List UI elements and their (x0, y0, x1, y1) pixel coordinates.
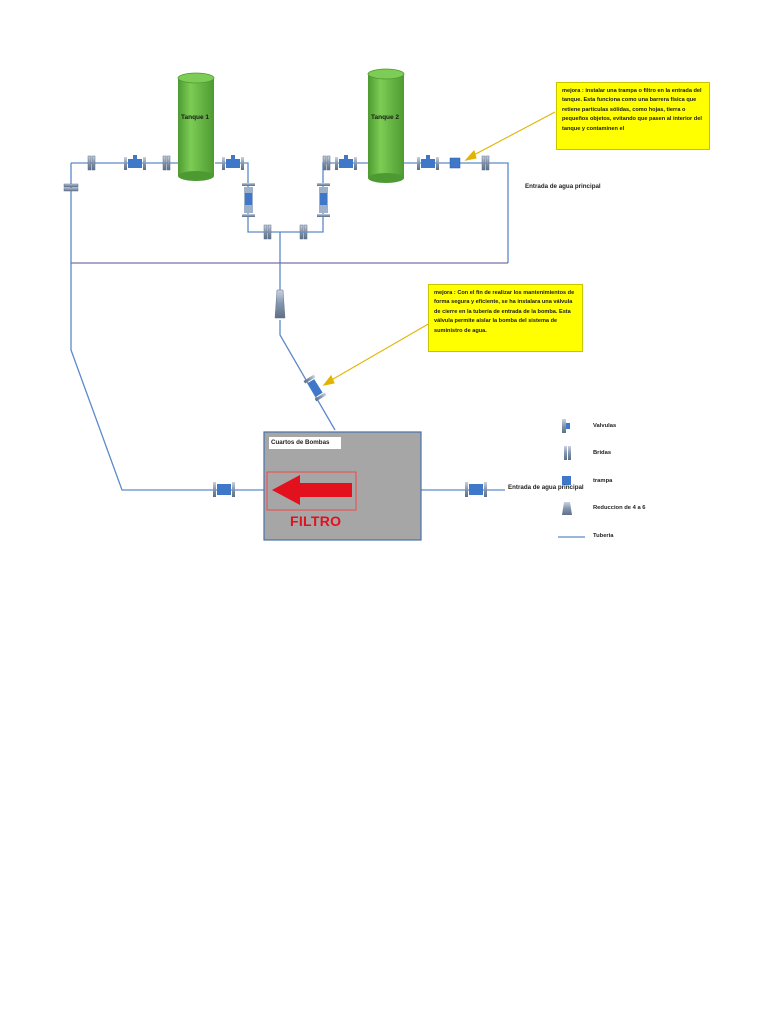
filter-arrow (272, 475, 352, 505)
flange-icon (564, 446, 571, 460)
legend-trap-label: trampa (593, 478, 613, 484)
pump-room-label: Cuartos de Bombas (271, 439, 330, 446)
valve-icon (417, 155, 439, 170)
main-inlet-top-label: Entrada de agua principal (525, 183, 601, 190)
legend-flanges-label: Bridas (593, 450, 612, 456)
legend-reducer-label: Reduccion de 4 a 6 (593, 505, 646, 511)
pipe-diagonal-to-pump (279, 320, 336, 431)
legend-pipe-label: Tuberia (593, 533, 614, 539)
trap-icon (449, 157, 461, 169)
flange-icon (481, 155, 490, 171)
flange-icon (322, 155, 331, 171)
flanges (63, 155, 490, 240)
valve-icon (124, 155, 146, 170)
pipe-center-to-tank2 (300, 162, 370, 233)
valve-icon (465, 482, 487, 497)
flange-icon (162, 155, 171, 171)
flange-icon (263, 224, 272, 240)
filter-label: FILTRO (290, 513, 342, 529)
note-middle: mejora : Con el fin de realizar los mant… (428, 284, 583, 352)
pipe-left-vertical (70, 163, 265, 491)
flange-icon (299, 224, 308, 240)
valve-icon (303, 374, 327, 402)
pipe-tank1-to-center (215, 162, 300, 233)
valve-icon (213, 482, 235, 497)
legend-valves-label: Valvulas (593, 423, 617, 429)
valves (124, 155, 487, 497)
tank-2 (367, 68, 405, 183)
reducer-icon (562, 502, 572, 515)
valve-icon (562, 419, 570, 433)
note-top: mejora : instalar una trampa o filtro en… (556, 82, 710, 150)
tank-1 (177, 72, 215, 181)
valve-icon (335, 155, 357, 170)
valve-icon (222, 155, 244, 170)
note-arrows (322, 111, 556, 386)
flange-icon (87, 155, 96, 171)
filter-frame (266, 471, 357, 511)
tank-2-label: Tanque 2 (371, 114, 400, 121)
tank-1-label: Tanque 1 (181, 114, 210, 121)
valve-icon (242, 183, 255, 217)
trap-icon (562, 476, 571, 485)
pump-room-title-box (269, 437, 341, 449)
main-inlet-bottom-label: Entrada de agua principal (508, 484, 584, 491)
legend-icons (558, 419, 585, 538)
flange-icon (63, 183, 79, 192)
reducer-icon (274, 289, 286, 319)
valve-icon (317, 183, 330, 217)
pipe-top-right (395, 162, 509, 263)
